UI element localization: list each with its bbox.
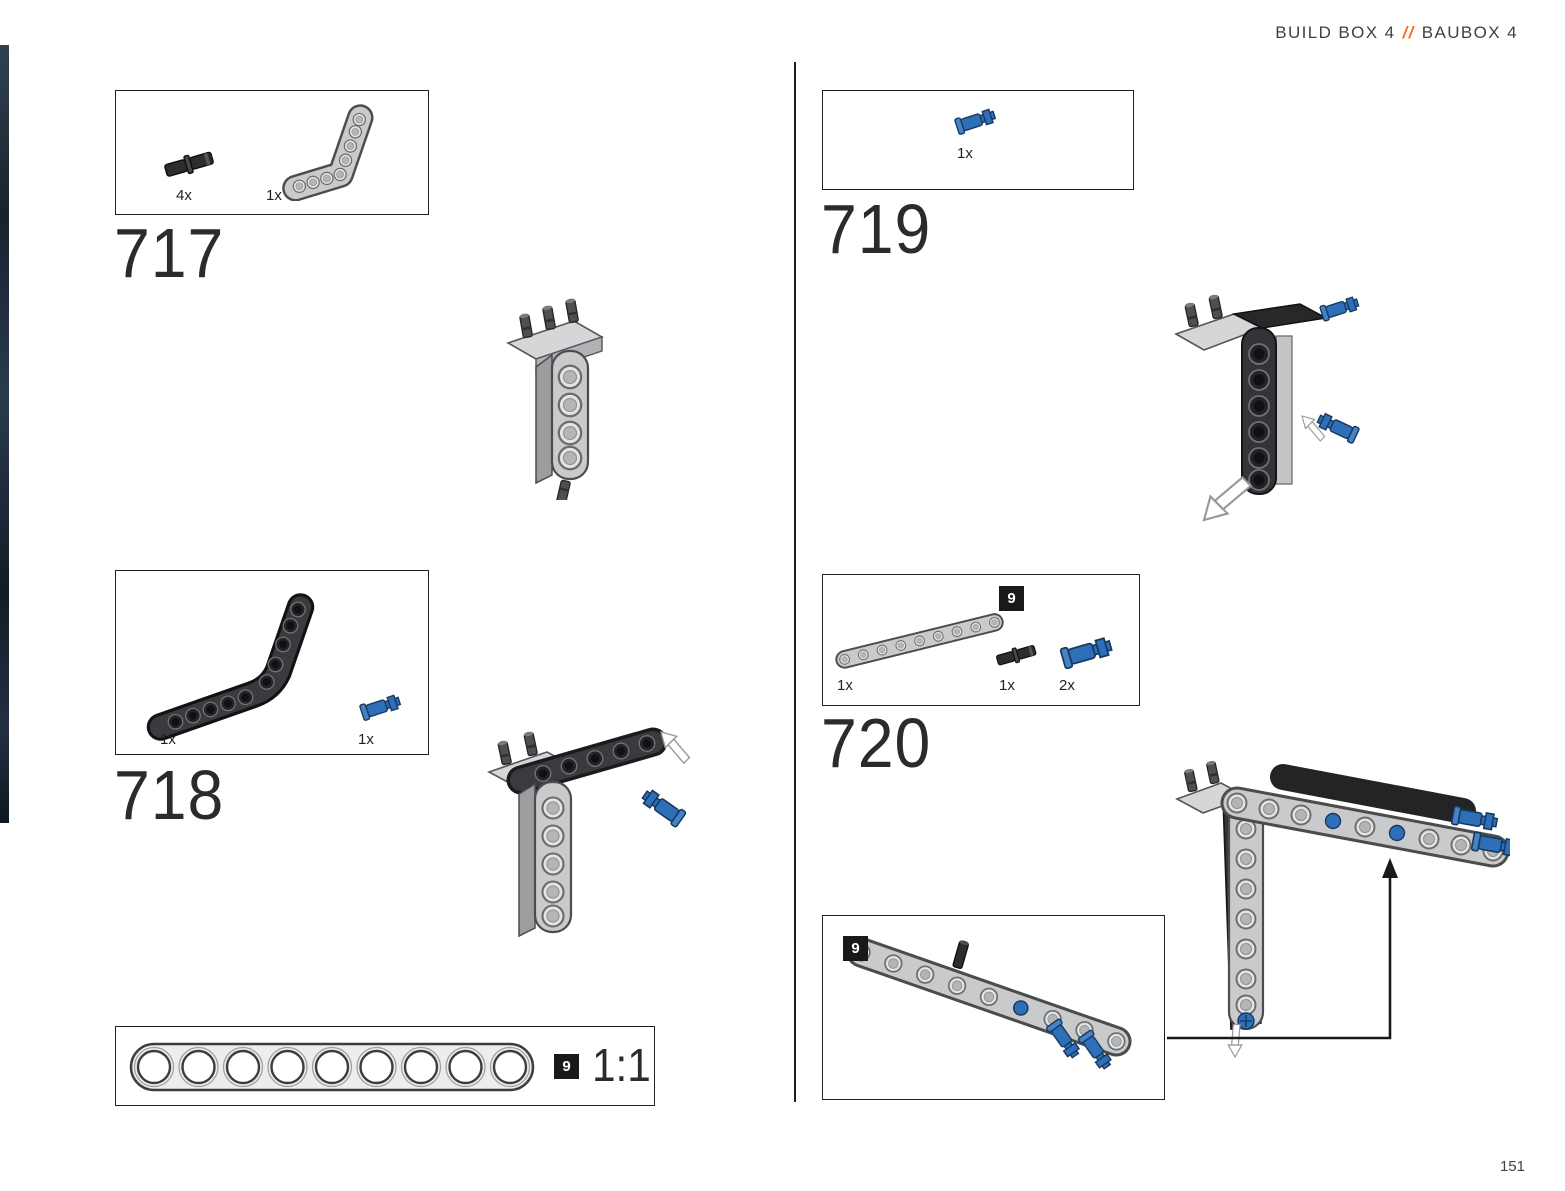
blue-pin-icon xyxy=(358,692,403,721)
black-pin-connector-icon xyxy=(996,645,1037,666)
step-719-number: 719 xyxy=(821,190,932,268)
gray-beam-9-hole-icon xyxy=(835,613,1004,669)
step-717-number: 717 xyxy=(114,214,225,292)
page-header: BUILD BOX 4 // BAUBOX 4 xyxy=(1275,23,1518,43)
column-divider xyxy=(794,62,796,1102)
gray-pin-icon xyxy=(1183,767,1198,793)
step-720-number: 720 xyxy=(821,704,932,782)
black-bent-beam-icon xyxy=(146,593,315,741)
step-720-parts-box: 9 1x 1x 2x xyxy=(822,574,1140,706)
blue-pin-icon xyxy=(1318,294,1361,322)
step-717-parts-box: 4x 1x xyxy=(115,90,429,215)
group-9-badge: 9 xyxy=(843,936,868,961)
gray-pin-icon xyxy=(522,730,539,757)
group-9-badge: 9 xyxy=(554,1054,579,1079)
blue-pin-icon xyxy=(953,106,998,135)
blue-pin-icon xyxy=(638,786,687,829)
part-count: 1x xyxy=(160,731,176,748)
page-number: 151 xyxy=(1499,1158,1525,1175)
step-718-number: 718 xyxy=(114,756,225,834)
gray-pin-icon xyxy=(496,739,513,766)
part-count: 1x xyxy=(957,145,973,162)
step-717-assembly-figure xyxy=(506,297,604,500)
scale-1-1-box: 9 1:1 xyxy=(115,1026,655,1106)
step-719-assembly-figure xyxy=(1174,293,1361,522)
scale-label: 1:1 xyxy=(592,1039,651,1091)
gray-pin-icon xyxy=(518,312,534,339)
insertion-arrow-icon xyxy=(660,731,691,764)
page-edge-photo-strip xyxy=(0,45,9,823)
step-720-callout-box: 9 xyxy=(822,915,1165,1100)
callout-pointer-arrow xyxy=(1167,858,1398,1040)
gray-pin-icon xyxy=(555,479,572,500)
group-9-badge: 9 xyxy=(999,586,1024,611)
gray-pin-icon xyxy=(1205,759,1220,785)
header-baubox-label: BAUBOX 4 xyxy=(1421,23,1518,42)
part-count: 1x xyxy=(837,677,853,694)
step-718-parts-box: 1x 1x xyxy=(115,570,429,755)
gray-pin-icon xyxy=(1183,301,1200,328)
part-count: 4x xyxy=(176,187,192,204)
part-count: 1x xyxy=(266,187,282,204)
blue-axle-pin-icon xyxy=(1059,635,1115,669)
gray-pin-icon xyxy=(541,304,557,331)
step-720-assembly-figure xyxy=(1175,759,1510,1058)
header-slash-separator: // xyxy=(1402,23,1415,42)
header-build-box-label: BUILD BOX 4 xyxy=(1275,23,1396,42)
part-count: 1x xyxy=(358,731,374,748)
gray-angled-beam-icon xyxy=(282,104,374,201)
step-718-assembly-figure xyxy=(487,727,691,938)
black-pin-connector-icon xyxy=(951,938,971,970)
gray-pin-icon xyxy=(564,297,580,324)
step-720-subassembly-figure xyxy=(846,937,1132,1073)
insertion-arrow-icon xyxy=(1202,476,1252,522)
gray-pin-icon xyxy=(1207,293,1224,320)
part-count: 1x xyxy=(999,677,1015,694)
step-719-parts-box: 1x xyxy=(822,90,1134,190)
part-count: 2x xyxy=(1059,677,1075,694)
black-pin-connector-icon xyxy=(164,151,214,177)
scale-beam-9-hole-icon xyxy=(129,1042,535,1092)
